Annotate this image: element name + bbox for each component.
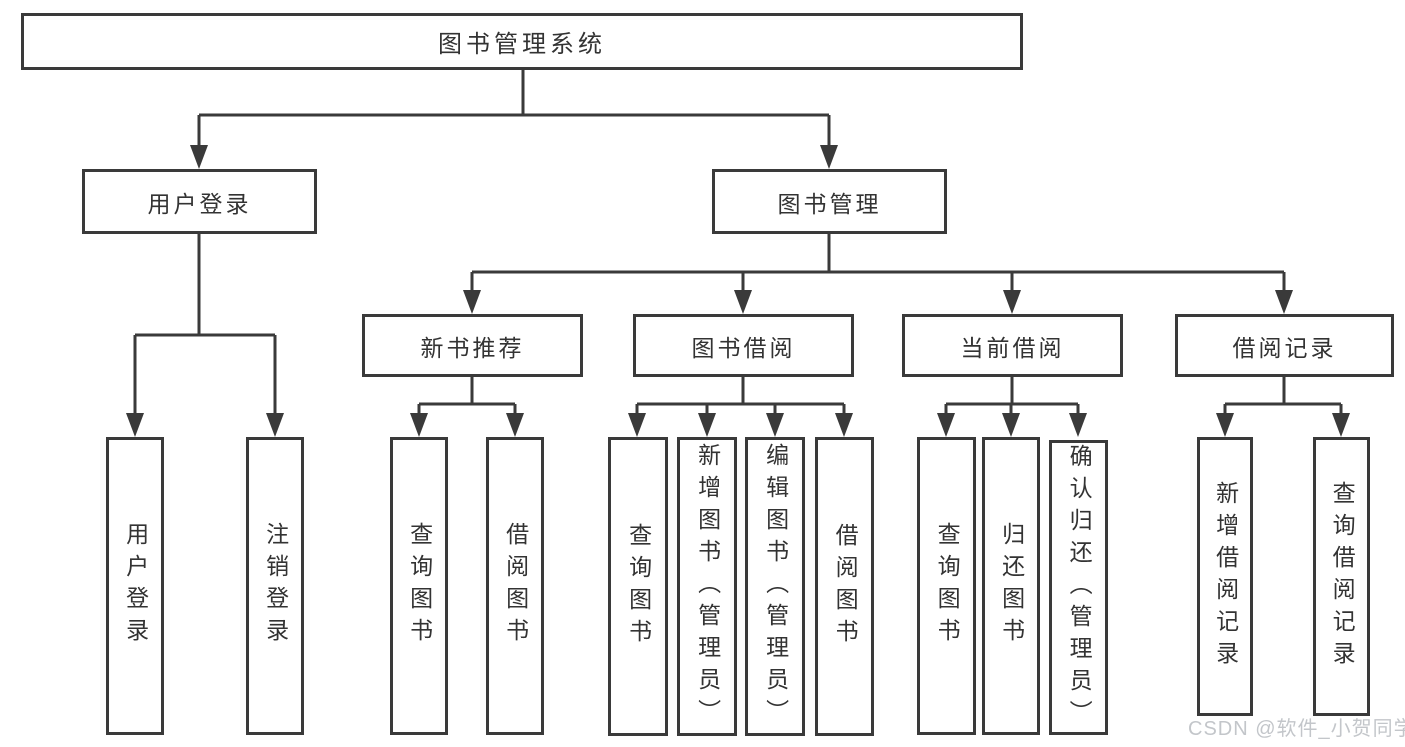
connector-root bbox=[197, 70, 831, 149]
leaf-logout: 注销登录 bbox=[246, 437, 304, 735]
watermark-text: CSDN @软件_小贺同学 bbox=[1188, 718, 1405, 740]
leaf-return-book-label: 归还图书 bbox=[998, 522, 1025, 650]
leaf-query-books-recommend: 查询图书 bbox=[390, 437, 448, 735]
leaf-query-books-borrow-label: 查询图书 bbox=[625, 522, 652, 651]
leaf-query-books-borrow: 查询图书 bbox=[608, 437, 668, 736]
node-book-management: 图书管理 bbox=[712, 169, 947, 234]
leaf-add-book-admin-label: 新增图书（管理员） bbox=[694, 442, 721, 731]
leaf-return-book: 归还图书 bbox=[982, 437, 1040, 735]
leaf-borrow-books-borrow-label: 借阅图书 bbox=[832, 522, 859, 651]
connector-book-borrow bbox=[635, 377, 846, 417]
leaf-query-books-current-label: 查询图书 bbox=[934, 522, 961, 650]
leaf-user-login-label: 用户登录 bbox=[122, 522, 149, 650]
leaf-add-borrow-record: 新增借阅记录 bbox=[1197, 437, 1253, 716]
node-user-login-label: 用户登录 bbox=[147, 190, 252, 217]
node-borrow-records-label: 借阅记录 bbox=[1232, 334, 1337, 361]
node-new-book-recommend-label: 新书推荐 bbox=[420, 334, 525, 361]
leaf-confirm-return-admin-label: 确认归还（管理员） bbox=[1066, 443, 1093, 732]
leaf-query-books-recommend-label: 查询图书 bbox=[406, 522, 433, 650]
node-current-borrow-label: 当前借阅 bbox=[960, 334, 1065, 361]
leaf-add-book-admin: 新增图书（管理员） bbox=[677, 437, 737, 736]
leaf-query-borrow-record: 查询借阅记录 bbox=[1313, 437, 1370, 716]
leaf-edit-book-admin-label: 编辑图书（管理员） bbox=[762, 442, 789, 731]
node-current-borrow: 当前借阅 bbox=[902, 314, 1123, 377]
connector-borrow-records bbox=[1223, 377, 1343, 417]
leaf-borrow-books-recommend-label: 借阅图书 bbox=[502, 522, 529, 650]
leaf-confirm-return-admin: 确认归还（管理员） bbox=[1049, 440, 1108, 735]
leaf-user-login: 用户登录 bbox=[106, 437, 164, 735]
leaf-edit-book-admin: 编辑图书（管理员） bbox=[745, 437, 805, 736]
leaf-query-borrow-record-label: 查询借阅记录 bbox=[1329, 480, 1356, 673]
leaf-logout-label: 注销登录 bbox=[262, 522, 289, 650]
connector-book-management bbox=[470, 234, 1286, 294]
leaf-add-borrow-record-label: 新增借阅记录 bbox=[1212, 480, 1239, 673]
connector-current-borrow bbox=[944, 377, 1080, 417]
node-book-borrow: 图书借阅 bbox=[633, 314, 854, 377]
node-user-login: 用户登录 bbox=[82, 169, 317, 234]
node-root-label: 图书管理系统 bbox=[438, 31, 606, 58]
node-new-book-recommend: 新书推荐 bbox=[362, 314, 583, 377]
leaf-borrow-books-recommend: 借阅图书 bbox=[486, 437, 544, 735]
node-book-borrow-label: 图书借阅 bbox=[691, 334, 796, 361]
connector-user-login bbox=[133, 234, 277, 417]
node-book-management-label: 图书管理 bbox=[777, 190, 882, 217]
connector-new-book-recommend bbox=[417, 377, 517, 417]
node-borrow-records: 借阅记录 bbox=[1175, 314, 1394, 377]
leaf-query-books-current: 查询图书 bbox=[917, 437, 976, 735]
node-root: 图书管理系统 bbox=[21, 13, 1023, 70]
leaf-borrow-books-borrow: 借阅图书 bbox=[815, 437, 874, 736]
